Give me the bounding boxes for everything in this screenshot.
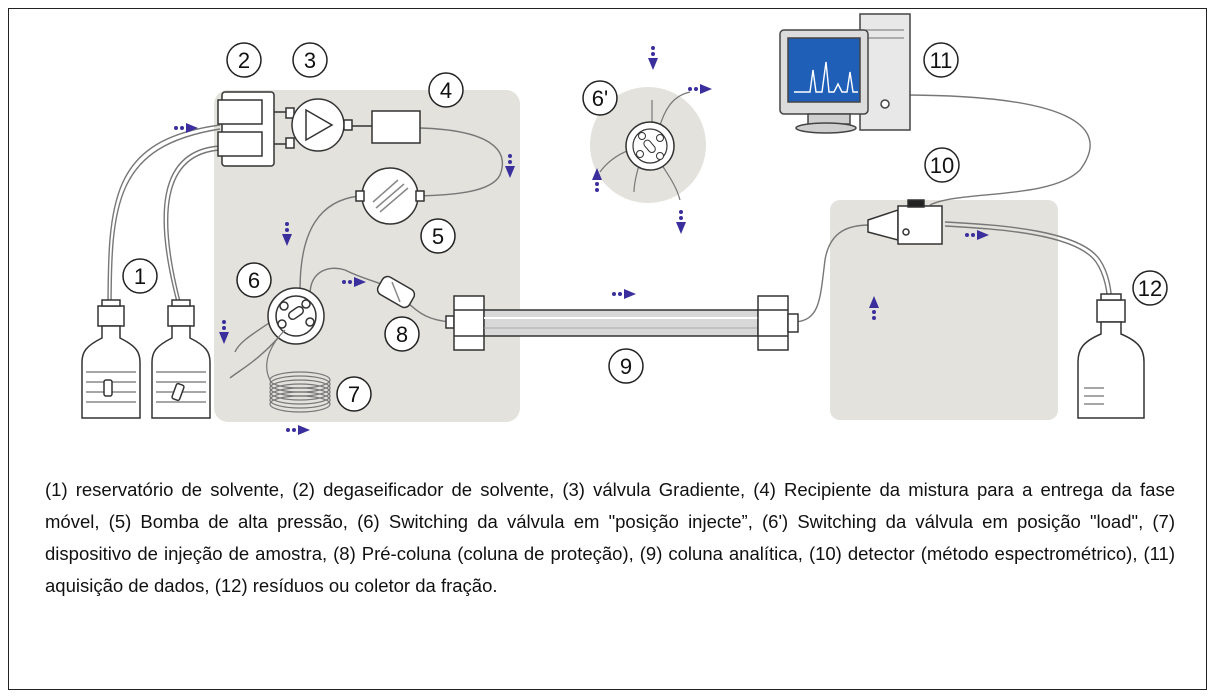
figure-frame xyxy=(8,8,1207,690)
mixing-chamber xyxy=(371,110,421,144)
flow-arrow xyxy=(676,210,686,234)
label-12: 12 xyxy=(1138,276,1162,301)
number-labels xyxy=(122,42,1168,412)
waste-bottle xyxy=(1077,293,1145,419)
flow-arrow xyxy=(342,277,366,287)
label-circle-2 xyxy=(226,42,262,78)
label-circle-1 xyxy=(122,258,158,294)
flow-arrow xyxy=(688,84,712,94)
label-circle-5 xyxy=(420,218,456,254)
tubing-bottle-a xyxy=(107,124,221,316)
label-6: 6 xyxy=(248,268,260,293)
detector xyxy=(867,199,943,245)
label-circle-7 xyxy=(336,376,372,412)
label-circle-11 xyxy=(923,42,959,78)
tubing-bottle-b xyxy=(163,145,221,321)
label-6p: 6' xyxy=(592,86,608,111)
label-10: 10 xyxy=(930,153,954,178)
label-circle-9 xyxy=(608,348,644,384)
label-circle-8 xyxy=(384,316,420,352)
label-circle-3 xyxy=(292,42,328,78)
label-circle-4 xyxy=(428,72,464,108)
pre-column xyxy=(376,275,416,309)
sample-loop-coil xyxy=(266,329,331,413)
detector-panel xyxy=(830,200,1058,420)
hplc-system-diagram: 1 2 3 4 5 6 6' 7 8 9 10 11 12 xyxy=(81,13,1168,435)
computer-cable xyxy=(899,94,1091,206)
tubing-pump-valve xyxy=(299,195,361,291)
tubing-bottle-b-2 xyxy=(166,149,221,321)
label-circle-6p xyxy=(582,80,618,116)
gradient-valve xyxy=(274,98,372,152)
number-label-texts: 1 2 3 4 5 6 6' 7 8 9 10 11 12 xyxy=(134,48,1162,407)
flow-arrow xyxy=(592,168,602,192)
label-11: 11 xyxy=(930,48,953,73)
flow-arrows xyxy=(174,46,989,435)
label-2: 2 xyxy=(238,48,250,73)
flow-arrow xyxy=(648,46,658,70)
tubing-mixer-pump xyxy=(419,127,504,197)
flow-arrow xyxy=(869,296,879,320)
computer xyxy=(779,13,911,134)
tubing-detector-waste-2 xyxy=(944,225,1109,311)
injection-valve xyxy=(267,287,325,345)
chromatogram-trace xyxy=(794,61,858,93)
flow-arrow xyxy=(286,425,310,435)
flow-arrow xyxy=(282,222,292,246)
flow-arrow xyxy=(965,230,989,240)
solvent-degasser xyxy=(217,91,275,167)
label-circle-6 xyxy=(236,262,272,298)
solvent-bottle-a xyxy=(81,299,141,419)
label-5: 5 xyxy=(432,224,444,249)
tubing-detector-waste xyxy=(944,221,1113,311)
flow-arrow xyxy=(174,123,198,133)
load-valve xyxy=(599,91,691,201)
tubing-bottle-a-2 xyxy=(110,128,221,316)
label-circle-10 xyxy=(924,147,960,183)
label-8: 8 xyxy=(396,322,408,347)
figure-caption: (1) reservatório de solvente, (2) degase… xyxy=(45,479,1175,596)
tubing-column-detector xyxy=(794,224,871,323)
flow-arrow xyxy=(505,154,515,178)
high-pressure-pump xyxy=(355,167,425,225)
solvent-bottle-b xyxy=(151,299,211,419)
analytical-column xyxy=(445,295,799,351)
flow-arrow xyxy=(612,289,636,299)
label-3: 3 xyxy=(304,48,316,73)
label-circle-12 xyxy=(1132,270,1168,306)
label-9: 9 xyxy=(620,354,632,379)
label-1: 1 xyxy=(134,264,146,289)
label-7: 7 xyxy=(348,382,360,407)
label-4: 4 xyxy=(440,78,452,103)
flow-arrow xyxy=(219,320,229,344)
